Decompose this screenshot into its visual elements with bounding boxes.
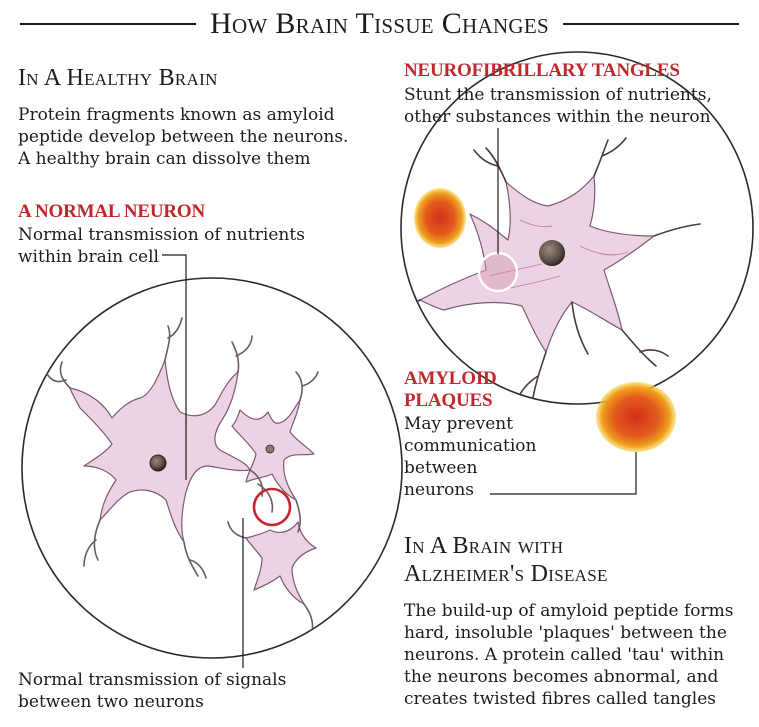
healthy-heading: In A Healthy Brain [18, 65, 218, 91]
healthy-description: Protein fragments known as amyloid pepti… [18, 104, 348, 170]
alzheimers-heading-line-2: Alzheimer's Disease [404, 561, 608, 587]
alzheimers-line-5: creates twisted fibres called tangles [404, 689, 717, 709]
signals-line-1: Normal transmission of signals [18, 670, 287, 690]
diagram-title-bar: How Brain Tissue Changes [0, 2, 759, 46]
amyloid-plaque-lower [596, 382, 676, 452]
alzheimers-line-1: The build-up of amyloid peptide forms [404, 601, 734, 621]
alzheimers-line-4: the neurons becomes abnormal, and [404, 667, 719, 687]
signals-description: Normal transmission of signals between t… [18, 669, 286, 713]
normal-neuron-description: Normal transmission of nutrients within … [18, 224, 305, 268]
second-neuron-nucleus [265, 444, 275, 454]
alzheimers-line-3: neurons. A protein called 'tau' within [404, 645, 725, 665]
tangles-line-1: Stunt the transmission of nutrients, [404, 85, 712, 105]
diseased-neuron-cell [419, 175, 655, 353]
tangles-heading: NEUROFIBRILLARY TANGLES [404, 60, 680, 81]
plaques-heading: AMYLOID PLAQUES [404, 368, 497, 412]
plaques-heading-line-2: PLAQUES [404, 390, 493, 411]
alzheimers-heading-line-1: In A Brain with [404, 533, 564, 559]
alzheimers-heading: In A Brain with Alzheimer's Disease [404, 532, 608, 588]
tangles-description: Stunt the transmission of nutrients, oth… [404, 84, 712, 128]
normal-neuron-leader-line [162, 254, 187, 480]
plaques-line-1: May prevent [404, 414, 514, 434]
healthy-line-1: Protein fragments known as amyloid [18, 105, 335, 125]
normal-neuron-line-1: Normal transmission of nutrients [18, 225, 305, 245]
normal-neuron-cell [69, 359, 251, 543]
tangles-line-2: other substances within the neuron [404, 107, 711, 127]
plaques-description: May prevent communication between neuron… [404, 413, 536, 501]
amyloid-plaque-upper [414, 188, 466, 248]
plaques-line-3: between [404, 458, 478, 478]
title-rule-left [20, 23, 196, 25]
healthy-tissue-view [21, 254, 403, 668]
healthy-line-2: peptide develop between the neurons. [18, 127, 349, 147]
plaques-line-2: communication [404, 436, 537, 456]
title-rule-right [563, 23, 739, 25]
plaques-leader-line [490, 452, 637, 495]
normal-neuron-heading: A NORMAL NEURON [18, 201, 206, 222]
alzheimers-line-2: hard, insoluble 'plaques' between the [404, 623, 727, 643]
alzheimers-tissue-view [400, 51, 754, 405]
diagram-title: How Brain Tissue Changes [210, 7, 549, 40]
signals-line-2: between two neurons [18, 692, 204, 712]
healthy-magnifier-circle [21, 277, 403, 659]
normal-neuron-nucleus [149, 454, 167, 472]
synapse-highlight-circle [252, 487, 292, 527]
plaques-line-4: neurons [404, 480, 474, 500]
tangle-highlight-circle [477, 251, 519, 293]
alzheimers-description: The build-up of amyloid peptide forms ha… [404, 600, 733, 710]
diseased-neuron-nucleus [537, 238, 567, 268]
healthy-line-3: A healthy brain can dissolve them [18, 149, 311, 169]
third-neuron-cell [245, 521, 317, 605]
normal-neuron-line-2: within brain cell [18, 247, 159, 267]
plaques-heading-line-1: AMYLOID [404, 368, 497, 389]
